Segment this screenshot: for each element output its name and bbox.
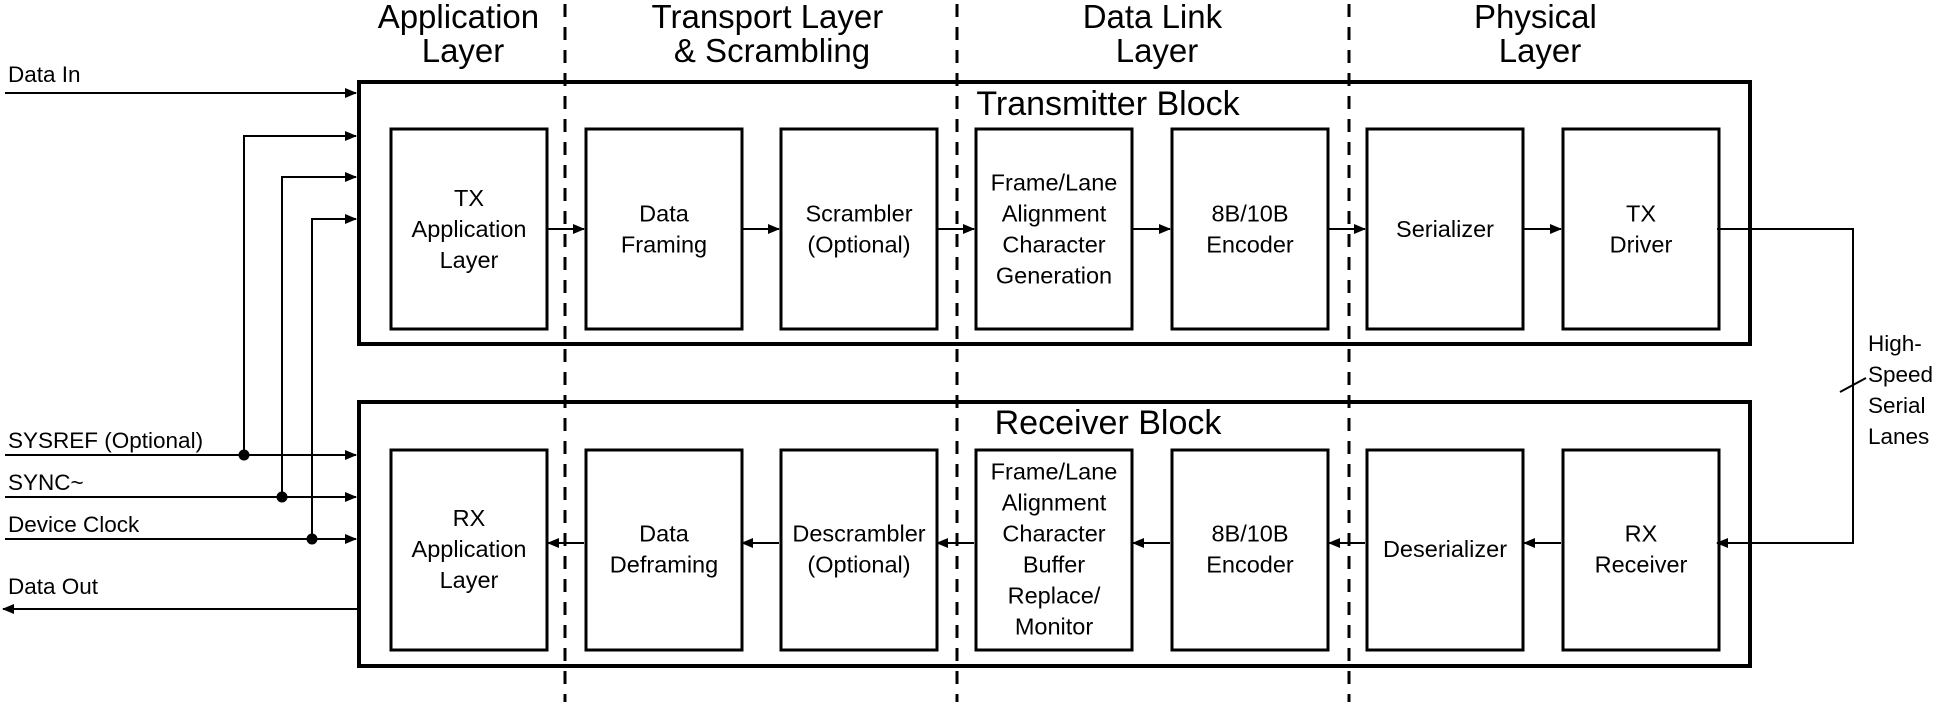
layer-header-physical: Physical Layer (1474, 0, 1606, 69)
receiver-box-label-6: Deserializer (1383, 536, 1507, 562)
serial-lane-slash (1839, 377, 1867, 393)
layer-header-datalink: Data Link Layer (1083, 0, 1232, 69)
sysref-branch (243, 131, 357, 455)
layer-header-application: Application Layer (378, 0, 549, 69)
transmitter-box-5 (1170, 127, 1330, 331)
sync-branch (281, 172, 357, 497)
transmitter-block (357, 80, 1752, 346)
transmitter-box-4 (974, 127, 1134, 331)
data-out-label: Data Out (8, 574, 99, 599)
transmitter-box-label-3: Scrambler(Optional) (805, 201, 912, 258)
receiver-box-1 (389, 448, 549, 652)
receiver-box-2 (584, 448, 744, 652)
receiver-box-5 (1170, 448, 1330, 652)
device-clock-label: Device Clock (8, 512, 140, 537)
receiver-block (357, 400, 1752, 668)
transmitter-box-label-6: Serializer (1396, 216, 1494, 242)
receiver-block-title: Receiver Block (995, 404, 1223, 442)
transmitter-box-2 (584, 127, 744, 331)
receiver-box-7 (1561, 448, 1721, 652)
layer-header-transport: Transport Layer & Scrambling (652, 0, 893, 69)
transmitter-box-1 (389, 127, 549, 331)
device-clock-junction-dot (306, 533, 318, 545)
transmitter-box-7 (1561, 127, 1721, 331)
transmitter-box-6 (1365, 127, 1525, 331)
transmitter-box-3 (779, 127, 939, 331)
transmitter-block-title: Transmitter Block (976, 85, 1240, 123)
receiver-box-6 (1365, 448, 1525, 652)
serial-lanes-label: High- Speed Serial Lanes (1868, 331, 1939, 449)
data-in-label: Data In (8, 62, 81, 87)
receiver-box-3 (779, 448, 939, 652)
device-clock-branch (311, 214, 357, 539)
receiver-box-label-3: Descrambler(Optional) (792, 521, 925, 578)
sysref-label: SYSREF (Optional) (8, 428, 203, 453)
receiver-box-4 (974, 448, 1134, 652)
serial-lane-connection (1716, 228, 1854, 548)
sync-label: SYNC~ (8, 470, 84, 495)
sync-junction-dot (276, 491, 288, 503)
sysref-junction-dot (238, 449, 250, 461)
